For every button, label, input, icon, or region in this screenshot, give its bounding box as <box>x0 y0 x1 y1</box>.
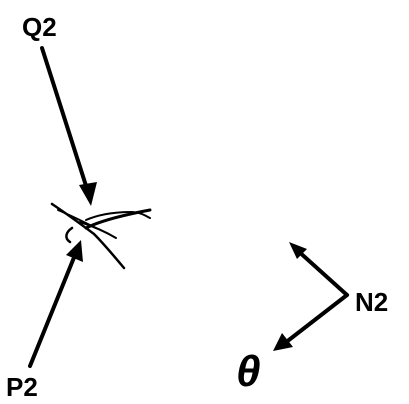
arrow-n2-up <box>289 242 349 297</box>
label-q2: Q2 <box>22 12 57 42</box>
crossing-curves <box>50 202 152 270</box>
label-p2: P2 <box>6 372 38 402</box>
label-n2: N2 <box>355 287 388 317</box>
arrow-n2-down <box>273 293 349 351</box>
arrow-q2 <box>40 46 97 206</box>
label-theta: θ <box>236 347 261 396</box>
arrow-p2 <box>28 240 83 368</box>
